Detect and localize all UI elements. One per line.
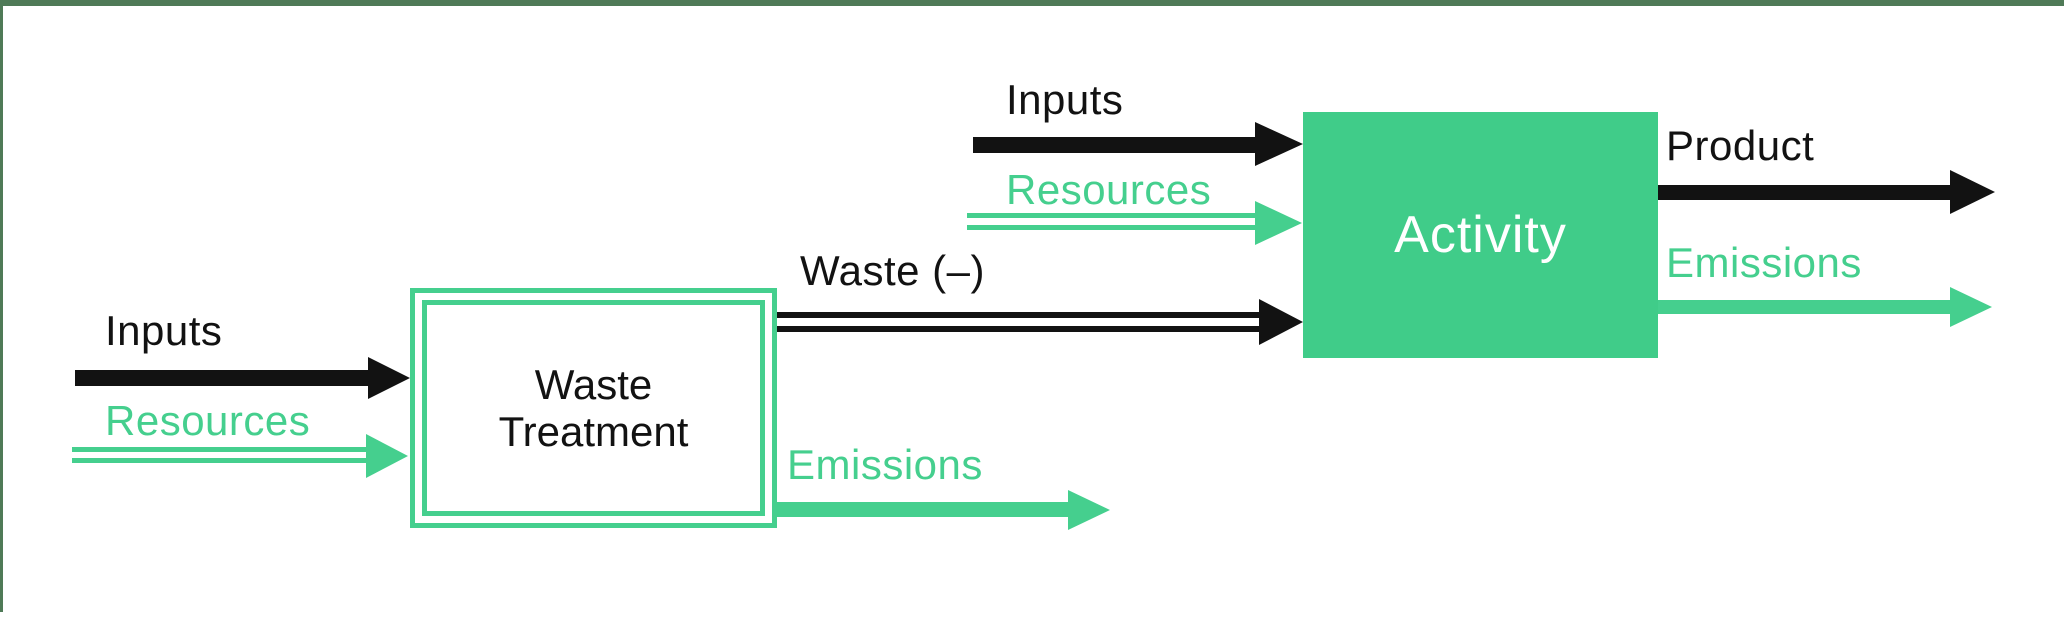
wt-resources-arrow-shaft [72, 447, 368, 463]
wt-emissions-arrow-shaft [777, 502, 1070, 517]
waste-treatment-box-label: Waste Treatment [498, 360, 689, 455]
activity-resources-arrow-shaft [967, 213, 1257, 230]
activity-inputs-label: Inputs [1006, 76, 1124, 123]
waste-arrow-shaft [777, 312, 1261, 332]
waste-label: Waste (–) [800, 247, 985, 294]
product-label: Product [1666, 122, 1815, 169]
wt-inputs-label: Inputs [105, 307, 223, 354]
activity-resources-label: Resources [1006, 166, 1212, 213]
frame-top-border [0, 0, 2064, 6]
activity-resources-arrowhead [1255, 201, 1302, 245]
activity-emissions-arrowhead [1950, 287, 1992, 327]
activity-emissions-label: Emissions [1666, 239, 1862, 286]
wt-emissions-arrowhead [1068, 490, 1110, 530]
wt-resources-label: Resources [105, 397, 311, 444]
frame-left-border [0, 0, 3, 612]
wt-inputs-arrowhead [368, 357, 410, 399]
activity-inputs-arrowhead [1255, 122, 1303, 166]
activity-box: Activity [1303, 112, 1658, 358]
activity-inputs-arrow-shaft [973, 137, 1257, 153]
waste-arrowhead [1259, 299, 1303, 345]
waste-treatment-box-inner-border: Waste Treatment [422, 300, 765, 516]
waste-treatment-box: Waste Treatment [410, 288, 777, 528]
product-arrow-shaft [1658, 185, 1950, 200]
activity-emissions-arrow-shaft [1658, 300, 1950, 314]
activity-box-label: Activity [1394, 206, 1567, 264]
wt-inputs-arrow-shaft [75, 370, 370, 386]
wt-resources-arrowhead [366, 434, 408, 478]
wt-emissions-label: Emissions [787, 441, 983, 488]
product-arrowhead [1950, 170, 1995, 214]
